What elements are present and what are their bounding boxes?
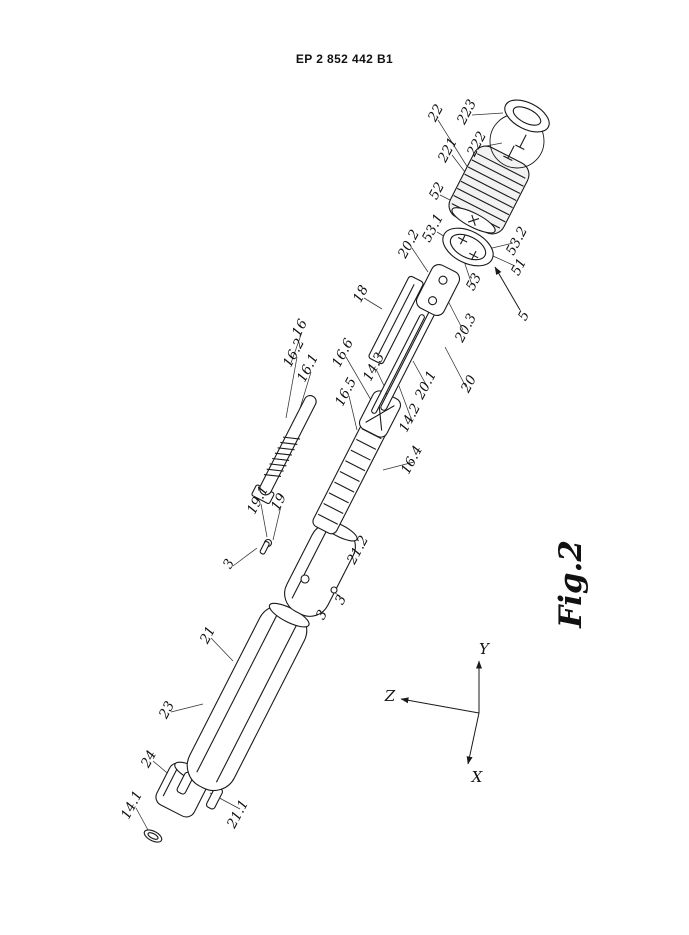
- part-label-21: 21: [197, 624, 219, 647]
- part-label-16-4: 16.4: [398, 443, 426, 477]
- part-label-19-1: 19.1: [244, 483, 272, 517]
- part-label-14-1: 14.1: [118, 788, 146, 822]
- part-label-3-a: 3: [220, 556, 238, 571]
- part-label-20-1: 20.1: [412, 368, 440, 402]
- axis-label-y: Y: [479, 640, 489, 658]
- part-label-3-c: 3: [332, 592, 350, 607]
- part-label-16: 16: [289, 317, 311, 340]
- part-label-19: 19: [268, 491, 290, 514]
- part-label-16-5: 16.5: [332, 375, 360, 409]
- part-label-53-2: 53.2: [503, 224, 531, 258]
- part-label-14-3: 14.3: [360, 350, 388, 384]
- part-label-14-2: 14.2: [396, 401, 424, 435]
- part-label-51: 51: [508, 256, 530, 279]
- part-label-53-1: 53.1: [419, 211, 447, 245]
- axis-label-x: X: [472, 768, 483, 786]
- figure-caption: Fig.2: [553, 540, 589, 628]
- part-label-53: 53: [463, 271, 485, 294]
- part-label-52: 52: [426, 180, 448, 203]
- part-label-21-2: 21.2: [344, 533, 372, 567]
- part-label-20-2: 20.2: [395, 227, 423, 261]
- part-label-18: 18: [350, 283, 372, 306]
- part-label-23: 23: [156, 699, 178, 722]
- part-label-20-3: 20.3: [452, 311, 480, 345]
- axis-label-z: Z: [385, 687, 395, 705]
- part-label-20: 20: [458, 373, 480, 396]
- part-label-221: 221: [435, 135, 461, 165]
- part-label-3-b: 3: [313, 607, 331, 622]
- part-label-24: 24: [138, 748, 160, 771]
- part-label-222: 222: [464, 129, 490, 159]
- part-label-5: 5: [515, 308, 533, 323]
- part-label-16-6: 16.6: [329, 336, 357, 370]
- part-label-22: 22: [425, 102, 447, 125]
- part-label-223: 223: [454, 97, 480, 127]
- part-label-21-1: 21.1: [224, 797, 252, 831]
